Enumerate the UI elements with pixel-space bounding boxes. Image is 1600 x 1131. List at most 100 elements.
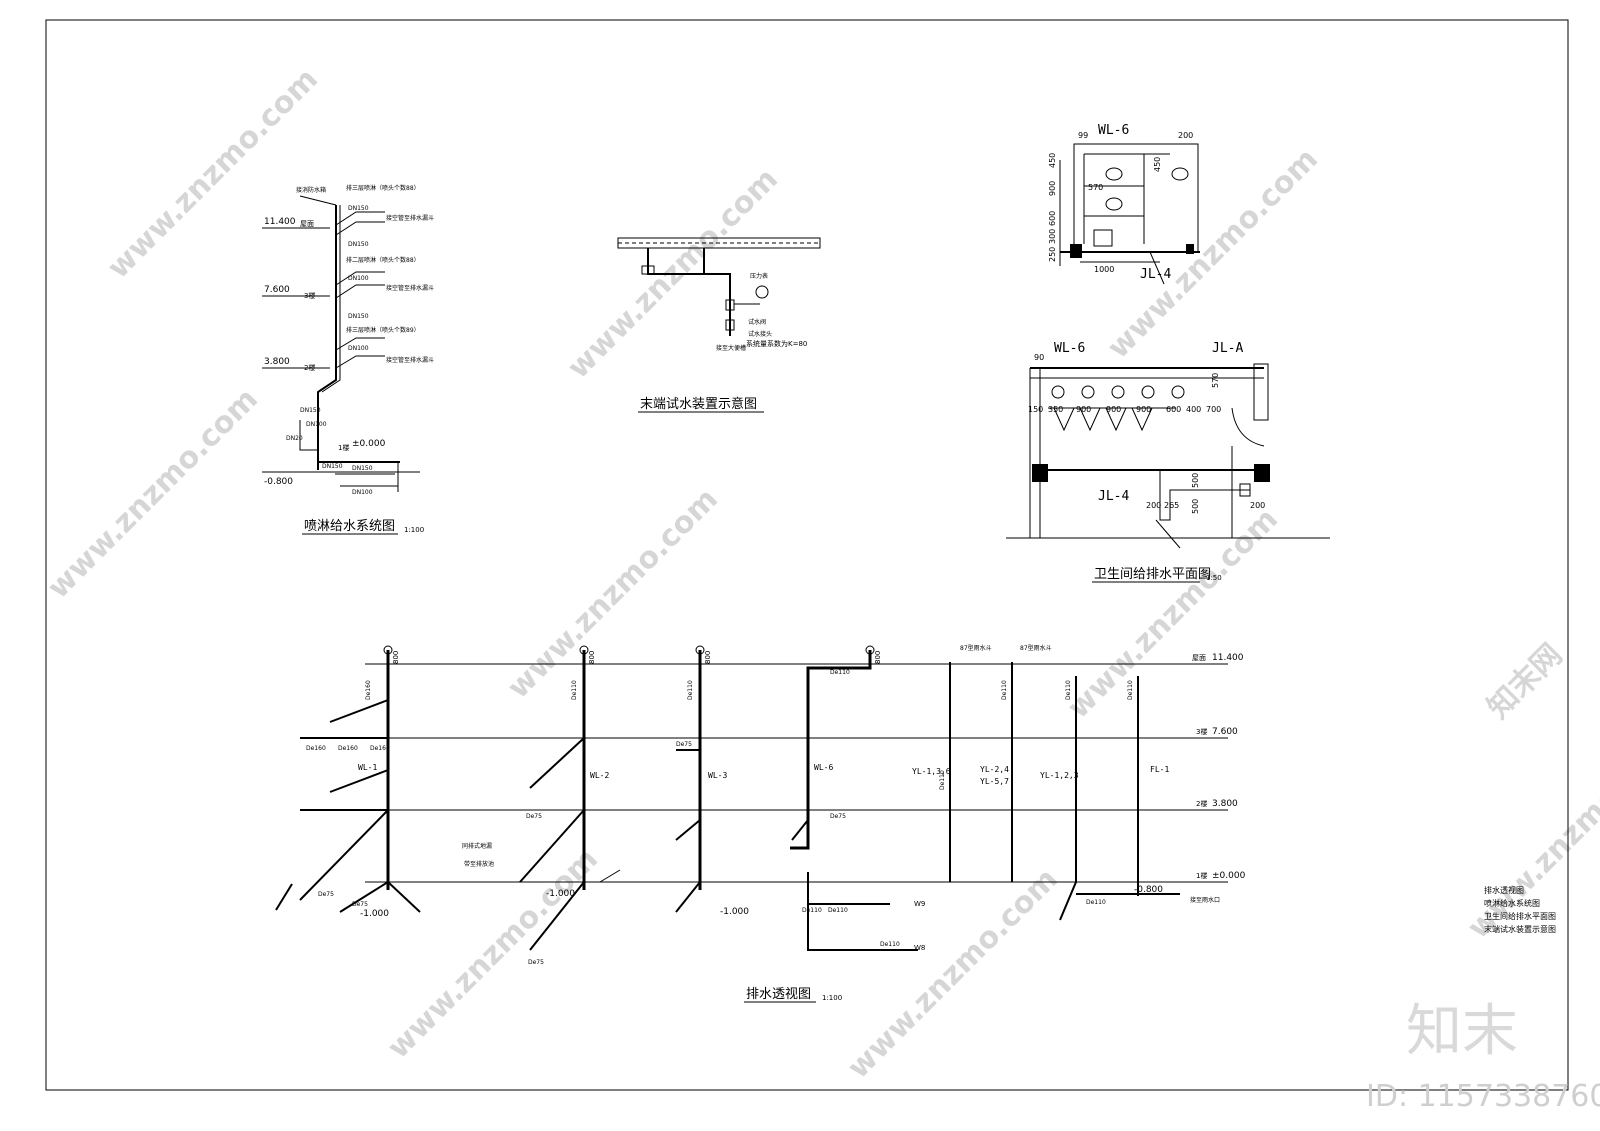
watermark-text: www.znzmo.com [41,382,265,606]
floor-label: 3楼 [304,291,315,300]
sprinkler-note: 接空管至排水漏斗 [386,356,434,364]
test-label: 接至大便槽 [716,344,746,352]
sprinkler-note: 排三层喷淋（喷头个数88） [346,184,420,192]
drain-size: De75 [352,901,368,908]
stack-label: FL-1 [1150,765,1169,774]
stack-label: WL-6 [814,763,833,772]
pipe-size: DN150 [352,465,373,472]
dim: 90 [1034,353,1044,362]
drain-outlet: W9 [914,900,925,908]
test-label: 系统量系数为K=80 [746,339,807,348]
drainage-view-diagram: 11.400 7.600 3.800 ±0.000 -0.800 -1.000 … [275,644,1246,1003]
drain-elev: 3.800 [1212,799,1238,809]
elev-0000: ±0.000 [352,439,386,449]
drain-size: De75 [676,741,692,748]
sprinkler-title: 喷淋给水系统图 [304,519,395,534]
pipe-size: DN20 [286,435,303,442]
dim: 600 [1166,405,1181,414]
pipe-size: DN100 [306,421,327,428]
drain-size: De110 [802,907,822,914]
dim: 450 [1048,153,1057,168]
dim: 99 [1078,131,1088,140]
drawing-list-item: 末端试水装置示意图 [1484,924,1556,934]
drain-size: De110 [828,907,848,914]
stack-label: WL-1 [358,763,377,772]
elev-11400: 11.400 [264,217,296,227]
dim: 500 [1191,473,1200,488]
dim: 570 [1088,183,1103,192]
drain-view-title: 排水透视图 [746,987,811,1002]
drain-note: 87型雨水斗 [960,644,992,652]
sprinkler-note: 排三层喷淋（喷头个数89） [346,326,420,334]
drain-floor: 屋面 [1192,654,1206,662]
toilet-plan-upper: WL-6 JL-4 99 200 450 450 570 900 600 300… [1048,123,1200,285]
dim: 300 [1048,229,1057,244]
drain-size: De110 [830,669,850,676]
dim: 200 [1146,501,1161,510]
drain-size: De75 [318,891,334,898]
id-label: ID: 1157338760 [1366,1079,1600,1114]
sprinkler-note: 接消防水箱 [296,186,326,194]
pipe-size: DN150 [348,241,369,248]
sprinkler-scale: 1:100 [404,526,424,534]
drain-elev: -1.000 [360,909,389,919]
drain-elev: -1.000 [546,889,575,899]
watermark-text: www.znzmo.com [381,842,605,1066]
tag-jl4-lower: JL-4 [1098,489,1129,504]
elev-3800: 3.800 [264,357,290,367]
dim: 400 [1186,405,1201,414]
pipe-size: DN150 [300,407,321,414]
pipe-size: DN150 [348,205,369,212]
watermark-text: www.znzmo.com [1101,142,1325,366]
drain-size: De160 [306,745,326,752]
pipe-size: DN100 [348,345,369,352]
test-label: 试水接头 [748,330,772,338]
pipe-size: DN100 [352,489,373,496]
drain-size: De110 [939,770,946,790]
dim: 200 [1178,131,1193,140]
drain-size: De75 [830,813,846,820]
drain-size: De160 [338,745,358,752]
tag-wl6-lower: WL-6 [1054,341,1085,356]
pipe-size: DN100 [348,275,369,282]
floor-label: 1楼 [338,443,349,452]
drain-view-scale: 1:100 [822,994,842,1002]
test-label: 压力表 [750,272,768,280]
drain-size: De75 [528,959,544,966]
drain-elev: ±0.000 [1212,871,1246,881]
stack-label: YL-5,7 [980,777,1009,786]
drain-size: De160 [370,745,390,752]
drain-dim: 800 [874,651,882,664]
stack-label: YL-1,2,3 [1040,771,1079,780]
drain-size: De75 [526,813,542,820]
drain-note: 同排式地漏 [462,842,492,850]
watermark-text: www.znzmo.com [841,862,1065,1086]
drawing-list-item: 卫生间给排水平面图 [1484,911,1556,921]
drawing-list-item: 喷淋给水系统图 [1484,898,1540,908]
brand-logo: 知末 [1406,999,1518,1064]
drain-dim: 800 [588,651,596,664]
tag-jl4-upper: JL-4 [1140,267,1171,282]
watermark-layer: www.znzmo.com www.znzmo.com www.znzmo.co… [41,62,1600,1086]
watermark-text: www.znzmo.com [101,62,325,286]
sprinkler-note: 接空管至排水漏斗 [386,284,434,292]
dim: 250 [1048,247,1057,262]
drawing-frame [45,19,1569,1091]
dim: 265 [1164,501,1179,510]
drain-size: De160 [365,680,372,700]
test-device-diagram: 压力表 试水阀 试水接头 接至大便槽 系统量系数为K=80 末端试水装置示意图 [617,237,821,413]
drawing-list: 排水透视图 喷淋给水系统图 卫生间给排水平面图 末端试水装置示意图 [1484,885,1556,934]
test-device-title: 末端试水装置示意图 [640,396,757,412]
drain-size: De110 [1127,680,1134,700]
dim: 350 [1048,405,1063,414]
floor-label: 屋面 [300,220,314,228]
dim: 900 [1076,405,1091,414]
drain-elev: 11.400 [1212,653,1244,663]
drain-note: 87型雨水斗 [1020,644,1052,652]
watermark-text: www.znzmo.com [501,482,725,706]
stack-label: YL-2,4 [980,765,1009,774]
tag-wl6-upper: WL-6 [1098,123,1129,138]
dim: 150 [1028,405,1043,414]
drain-note: 带至排放池 [464,860,494,868]
